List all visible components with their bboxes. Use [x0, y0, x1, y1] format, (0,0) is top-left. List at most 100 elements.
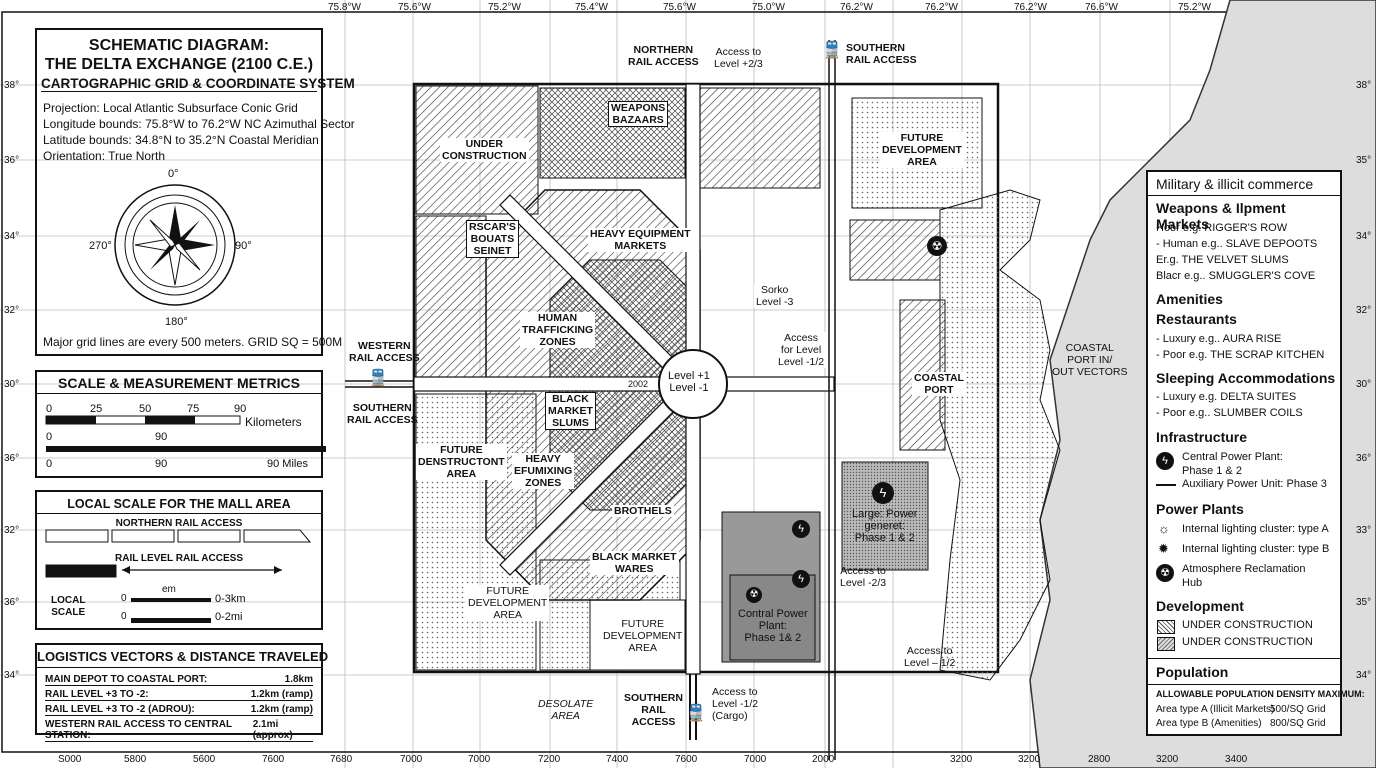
logistics-title: LOGISTICS VECTORS & DISTANCE TRAVELED	[37, 649, 328, 668]
heavy-efum-label: HEAVY EFUMIXING ZONES	[512, 453, 575, 489]
lon-label: 76.2°W	[925, 2, 958, 13]
logistics-row: MAIN DEPOT TO COASTAL PORT:1.8km	[45, 674, 313, 686]
legend-divider	[1148, 658, 1340, 659]
access-bottom-right-label: Access to Level – 1/2	[904, 645, 956, 669]
compass-s: 180°	[165, 316, 188, 328]
lat-label: 38°	[4, 80, 20, 91]
logistics-row: RAIL LEVEL +3 TO -2:1.2km (ramp)	[45, 689, 313, 701]
human-trafficking-label: HUMAN TRAFFICKING ZONES	[520, 312, 596, 348]
coastal-port-area	[939, 189, 1061, 681]
radiation-icon: ☢	[746, 587, 762, 603]
train-icon: 🚆	[822, 42, 842, 59]
easting-label: 7000	[744, 754, 767, 765]
legend-dev-b: UNDER CONSTRUCTION	[1182, 636, 1313, 648]
pop-a-key: Area type A (Illicit Markets)	[1156, 704, 1275, 715]
sun-icon: ✹	[1158, 541, 1169, 556]
longitude-text: Longitude bounds: 75.8°W to 76.2°W NC Az…	[43, 117, 355, 131]
sleeping-heading: Sleeping Accommodations	[1156, 370, 1336, 386]
power-icon: ϟ	[872, 482, 894, 504]
lat-label: 36°	[4, 155, 20, 166]
light-bulb-icon: ☼	[1158, 521, 1170, 536]
rail-level-label: RAIL LEVEL RAIL ACCESS	[115, 553, 243, 564]
lat-label: 36°	[4, 453, 20, 464]
access-mid-label: Access for Level Level -1/2	[776, 332, 827, 368]
local-km: 0-3km	[215, 593, 246, 605]
amenities-heading: Amenities	[1156, 291, 1223, 307]
sorko-label: Sorko Level -3	[754, 284, 796, 308]
heavy-equipment-label: HEAVY EQUIPMENT MARKETS	[588, 228, 693, 252]
large-power-label: Large: Power generet: Phase 1 & 2	[852, 508, 918, 544]
compass-w: 270°	[89, 240, 112, 252]
access-top-label: Access to Level +2/3	[714, 46, 763, 70]
lat-label: 34°	[4, 670, 20, 681]
lon-label: 75.6°W	[663, 2, 696, 13]
aux-unit-icon	[1156, 484, 1176, 486]
weapons-bazaars-label: WEAPONS BAZAARS	[608, 101, 669, 127]
km-tick: 75	[187, 403, 200, 415]
lat-label: 34°	[1356, 231, 1372, 242]
legend-aux-unit: Auxiliary Power Unit: Phase 3	[1182, 478, 1327, 490]
future-bottom-mid-label: FUTURE DEVELOPMENT AREA	[601, 618, 685, 654]
lat-label: 36°	[4, 597, 20, 608]
legend-atmosphere: Atmosphere Reclamation Hub	[1182, 563, 1306, 589]
hub-code-label: 2002	[626, 378, 651, 390]
scale-title: SCALE & MEASUREMENT METRICS	[37, 375, 321, 394]
southern-rail-left-label: SOUTHERN RAIL ACCESS	[347, 402, 418, 426]
power-icon: ϟ	[792, 570, 810, 588]
rscars-label: RSCAR'S BOUATS SEINET	[466, 220, 519, 258]
lat-label: 32°	[4, 525, 20, 536]
easting-label: 3200	[1156, 754, 1179, 765]
mi-tick: 90	[155, 458, 168, 470]
pop-b-value: 800/SQ Grid	[1270, 718, 1326, 729]
black-market-wares-label: BLACK MARKET WARES	[590, 551, 679, 575]
lon-label: 75.8°W	[328, 2, 361, 13]
easting-label: 5800	[124, 754, 147, 765]
hub-label: Level +1 Level -1	[668, 370, 710, 394]
legend-central-plant: Central Power Plant: Phase 1 & 2	[1182, 451, 1283, 477]
easting-label: 2000	[812, 754, 835, 765]
subtitle: CARTOGRAPHIC GRID & COORDINATE SYSTEM	[41, 76, 355, 92]
legend-lighting-b: Internal lighting cluster: type B	[1182, 543, 1330, 555]
km-tick: 0	[46, 403, 53, 415]
legend-item: - Human e.g.. SLAVE DEPOOTS	[1156, 238, 1318, 250]
easting-label: 7000	[400, 754, 423, 765]
southern-rail-top-label: SOUTHERN RAIL ACCESS	[846, 42, 917, 66]
easting-label: 3200	[950, 754, 973, 765]
coastal-vectors-label: COASTAL PORT IN/ OUT VECTORS	[1052, 342, 1128, 378]
lon-label: 76.2°W	[840, 2, 873, 13]
brothels-label: BROTHELS	[612, 505, 674, 517]
lat-label: 34°	[1356, 670, 1372, 681]
lat-label: 35°	[1356, 155, 1372, 166]
easting-label: 2800	[1088, 754, 1111, 765]
power-icon: ϟ	[1156, 452, 1174, 470]
central-power-label: Contral Power Plant: Phase 1& 2	[738, 608, 808, 644]
mi-tick: 90 Miles	[267, 458, 308, 470]
easting-label: 7600	[675, 754, 698, 765]
legend-dev-a: UNDER CONSTRUCTION	[1182, 619, 1313, 631]
km-tick: 90	[234, 403, 247, 415]
lon-label: 75.4°W	[575, 2, 608, 13]
mi-zero: 0	[121, 611, 127, 622]
lat-label: 34°	[4, 231, 20, 242]
mi-tick: 0	[46, 458, 53, 470]
radiation-icon: ☢	[1156, 564, 1174, 582]
title-line2: THE DELTA EXCHANGE (2100 C.E.)	[44, 56, 314, 73]
legend-title: Military & illicit commerce	[1148, 174, 1340, 196]
lon-label: 75.6°W	[398, 2, 431, 13]
projection-text: Projection: Local Atlantic Subsurface Co…	[43, 101, 298, 115]
local-mi: 0-2mi	[215, 611, 243, 623]
compass-n: 0°	[168, 168, 179, 180]
km-unit: Kilometers	[245, 415, 302, 429]
radiation-icon: ☢	[927, 236, 947, 256]
access-cargo-label: Access to Level -1/2 (Cargo)	[712, 686, 759, 722]
coastal-port-label: COASTAL PORT	[912, 372, 966, 396]
power-icon: ϟ	[792, 520, 810, 538]
easting-label: 7000	[468, 754, 491, 765]
weapons-heading: Weapons & Ilpment Markets	[1156, 200, 1286, 232]
easting-label: 7600	[262, 754, 285, 765]
legend-item: - Luxury e.g. DELTA SUITES	[1156, 391, 1297, 403]
lon-label: 75.2°W	[1178, 2, 1211, 13]
desolate-area-label: DESOLATE AREA	[538, 698, 594, 722]
local-scale-panel: LOCAL SCALE FOR THE MALL AREA NORTHERN R…	[35, 490, 323, 630]
legend-item: Blacr e.g.. SMUGGLER'S COVE	[1156, 270, 1316, 282]
